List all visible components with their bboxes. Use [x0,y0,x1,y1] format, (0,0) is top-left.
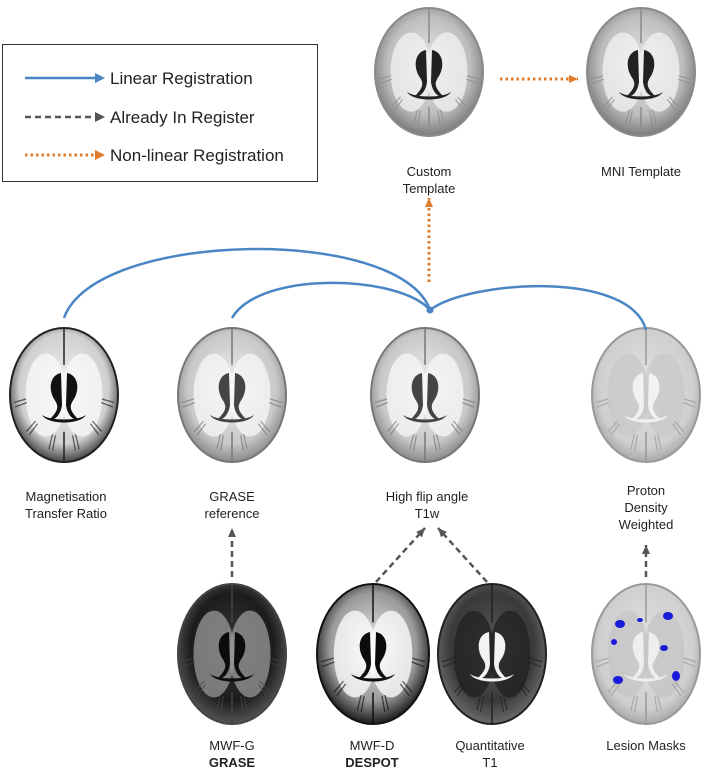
label-grase-reference: GRASE reference [204,489,260,521]
quantitative-t1-image [437,583,547,725]
linear-registration-curve-mtr [62,247,432,319]
label-quantitative-t1: Quantitative T1 [455,738,525,770]
lesion-masks-image [591,583,701,725]
legend-label-linear: Linear Registration [110,69,253,88]
high-flip-angle-image [370,327,480,463]
linear-registration-curve-grase [230,281,431,319]
label-mwf-d: MWF-D DESPOT [345,738,399,770]
linear-registration-junction [426,306,434,314]
mtr-image [9,327,119,463]
legend-item-nonlinear: Non-linear Registration [3,142,319,172]
label-custom-template: Custom Template [402,164,456,196]
proton-density-image [591,327,701,463]
solid-arrow-icon [25,73,105,83]
label-proton-density: Proton Density Weighted [618,483,674,532]
label-mtr: Magnetisation Transfer Ratio [25,489,107,521]
mwf-g-image [177,583,287,725]
mwf-d-image [316,583,430,725]
custom-template-image [374,7,484,137]
label-high-flip-angle: High flip angle T1w [385,489,469,521]
dashed-arrow-icon [25,112,105,122]
already-arrow-mwfd-to-hfa [375,527,426,583]
label-mni-template: MNI Template [601,164,681,179]
already-arrow-qt1-to-hfa [437,527,488,583]
legend-label-nonlinear: Non-linear Registration [110,146,284,165]
label-lesion-masks: Lesion Masks [606,738,686,753]
legend-label-already: Already In Register [110,108,255,127]
legend-item-linear: Linear Registration [3,65,319,95]
mni-template-image [586,7,696,137]
dotted-arrow-icon [25,150,105,160]
legend: Linear Registration Already In Register … [2,44,318,182]
label-mwf-g: MWF-G GRASE [208,738,256,770]
linear-registration-curve-pdw [429,284,648,331]
grase-reference-image [177,327,287,463]
legend-item-already: Already In Register [3,104,319,134]
